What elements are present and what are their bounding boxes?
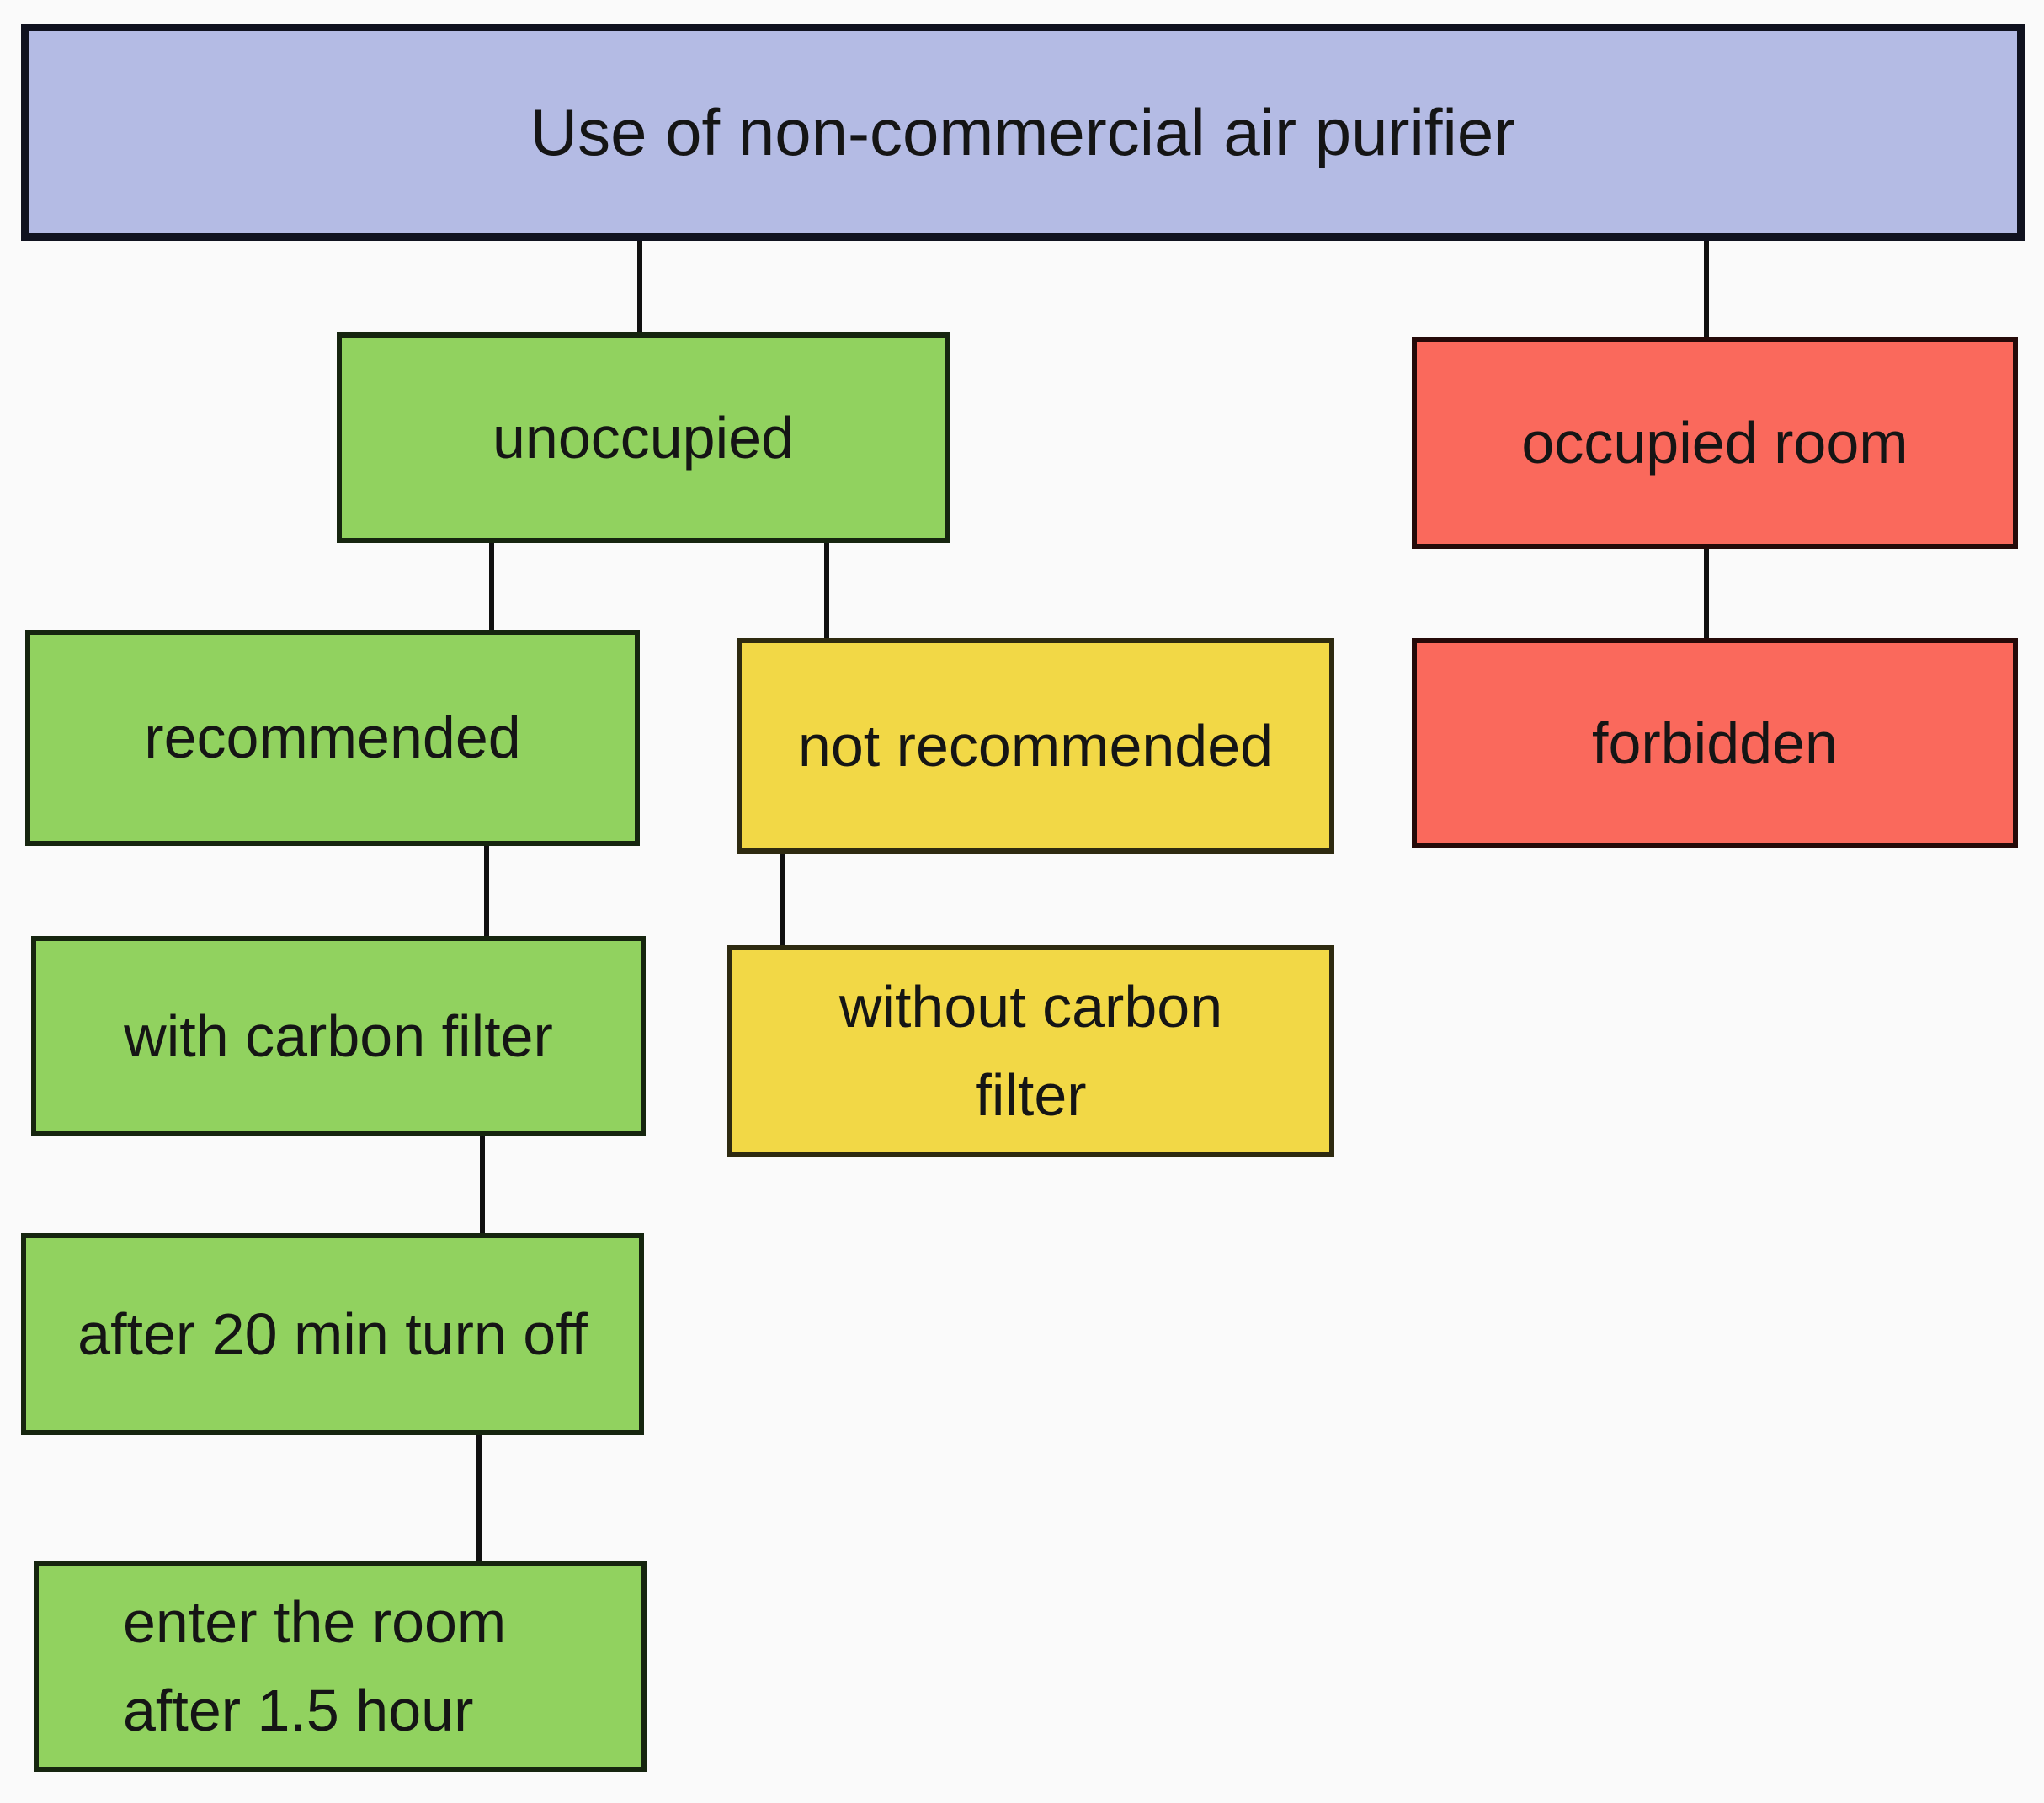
node-not-recommended-label: not recommended <box>797 712 1274 779</box>
edge-recommended-to-with-filter <box>484 844 489 938</box>
node-enter-room: enter the room after 1.5 hour <box>34 1561 647 1772</box>
node-unoccupied-label: unoccupied <box>492 404 795 471</box>
edge-turn-off-to-enter-room <box>476 1433 482 1563</box>
node-enter-room-label: enter the room after 1.5 hour <box>123 1589 507 1743</box>
node-after-20-min-turn-off: after 20 min turn off <box>21 1233 644 1435</box>
edge-unoccupied-to-recommended <box>489 541 494 631</box>
node-without-carbon-filter-label: without carbon filter <box>838 974 1223 1128</box>
edge-not-recommended-to-without-filter <box>780 852 785 947</box>
node-after-20-min-turn-off-label: after 20 min turn off <box>77 1300 588 1367</box>
node-root-label: Use of non-commercial air purifier <box>530 94 1516 169</box>
node-forbidden: forbidden <box>1412 638 2018 848</box>
node-unoccupied: unoccupied <box>337 332 950 543</box>
node-with-carbon-filter-label: with carbon filter <box>124 1003 553 1069</box>
node-recommended: recommended <box>25 630 640 846</box>
node-with-carbon-filter: with carbon filter <box>31 936 646 1136</box>
edge-root-to-unoccupied <box>637 240 642 334</box>
edge-occupied-to-forbidden <box>1704 547 1709 640</box>
edge-root-to-occupied <box>1704 240 1709 338</box>
node-recommended-label: recommended <box>144 705 521 770</box>
node-not-recommended: not recommended <box>737 638 1334 854</box>
node-forbidden-label: forbidden <box>1592 710 1838 776</box>
node-root: Use of non-commercial air purifier <box>21 24 2025 241</box>
node-occupied-room-label: occupied room <box>1521 409 1908 476</box>
node-without-carbon-filter: without carbon filter <box>727 945 1334 1157</box>
edge-unoccupied-to-not-recommended <box>824 541 829 640</box>
edge-with-filter-to-turn-off <box>480 1135 485 1235</box>
node-occupied-room: occupied room <box>1412 337 2018 549</box>
